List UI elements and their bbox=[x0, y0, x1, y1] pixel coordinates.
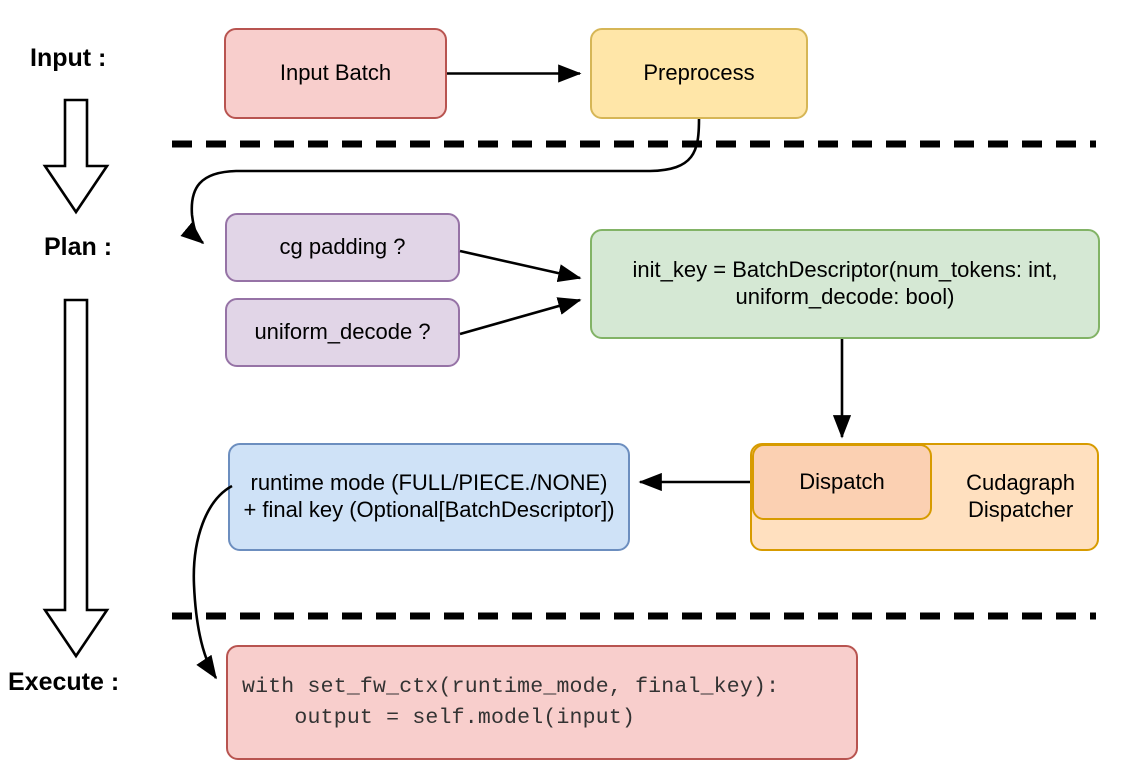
node-runtime-mode-label: runtime mode (FULL/PIECE./NONE)+ final k… bbox=[243, 470, 615, 522]
node-dispatch[interactable]: Dispatch bbox=[752, 444, 932, 520]
node-uniform-decode-label: uniform_decode ? bbox=[254, 319, 431, 345]
node-preprocess-label: Preprocess bbox=[643, 60, 755, 86]
node-execute-code-text: with set_fw_ctx(runtime_mode, final_key)… bbox=[242, 674, 780, 730]
node-input-batch-label: Input Batch bbox=[279, 60, 392, 86]
node-dispatch-label: Dispatch bbox=[799, 468, 885, 494]
node-cg-padding-label: cg padding ? bbox=[279, 234, 406, 260]
node-runtime-mode[interactable]: runtime mode (FULL/PIECE./NONE)+ final k… bbox=[228, 443, 630, 551]
stage-flow-arrows bbox=[42, 98, 110, 659]
connector-uniform-decode-to-init-key bbox=[459, 297, 582, 336]
node-preprocess[interactable]: Preprocess bbox=[590, 28, 808, 119]
node-execute-code[interactable]: with set_fw_ctx(runtime_mode, final_key)… bbox=[226, 645, 858, 760]
connector-runtime-mode-to-execute-code bbox=[192, 484, 233, 680]
node-init-key[interactable]: init_key = BatchDescriptor(num_tokens: i… bbox=[590, 229, 1100, 339]
stage-arrow-plan-to-execute bbox=[42, 298, 110, 659]
connectors bbox=[180, 64, 852, 680]
stage-label-execute: Execute : bbox=[8, 668, 120, 696]
node-cg-padding[interactable]: cg padding ? bbox=[225, 213, 460, 282]
node-input-batch[interactable]: Input Batch bbox=[224, 28, 447, 119]
node-uniform-decode[interactable]: uniform_decode ? bbox=[225, 298, 460, 367]
stage-label-input: Input : bbox=[30, 44, 107, 72]
node-init-key-label: init_key = BatchDescriptor(num_tokens: i… bbox=[632, 257, 1058, 309]
stage-label-plan: Plan : bbox=[44, 233, 113, 261]
stage-arrow-input-to-plan bbox=[42, 98, 110, 215]
connector-cg-padding-to-init-key bbox=[459, 249, 582, 283]
